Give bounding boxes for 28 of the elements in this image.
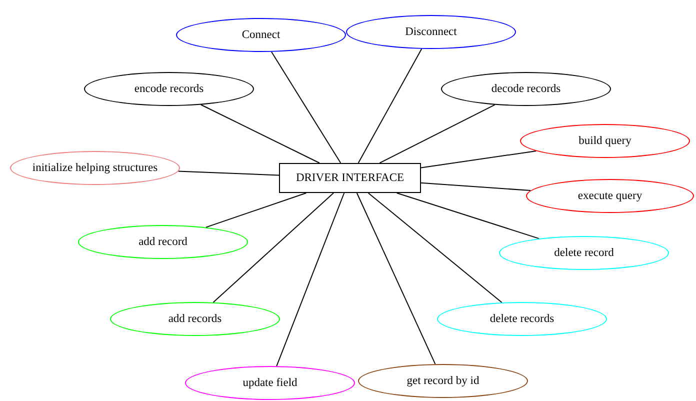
node-label: encode records <box>134 83 204 95</box>
connector-line <box>200 104 320 164</box>
connector-line <box>356 192 436 365</box>
connector-line <box>205 192 307 228</box>
connector-line <box>271 51 342 164</box>
connector-line <box>178 170 280 176</box>
connector-line <box>276 192 345 367</box>
connector-line <box>368 192 502 303</box>
connector-line <box>396 192 540 240</box>
connector-line <box>420 150 537 168</box>
node-label: decode records <box>491 83 561 95</box>
node-label: Connect <box>242 29 280 41</box>
node-label: execute query <box>578 190 642 202</box>
node-label: build query <box>578 135 632 147</box>
connector-line <box>379 104 496 164</box>
process-box <box>279 163 421 193</box>
node-label: add records <box>168 313 222 325</box>
connector-line <box>212 192 334 303</box>
node-label: add record <box>138 236 188 248</box>
node-label: update field <box>242 377 298 389</box>
node-label: initialize helping structures <box>32 162 158 174</box>
node-label: get record by id <box>406 375 480 387</box>
connector-line <box>358 48 422 164</box>
node-label: delete record <box>554 247 614 259</box>
node-label: delete records <box>490 313 554 325</box>
node-label: DRIVER INTERFACE <box>296 172 404 184</box>
connector-line <box>420 182 532 191</box>
node-label: Disconnect <box>405 26 457 38</box>
